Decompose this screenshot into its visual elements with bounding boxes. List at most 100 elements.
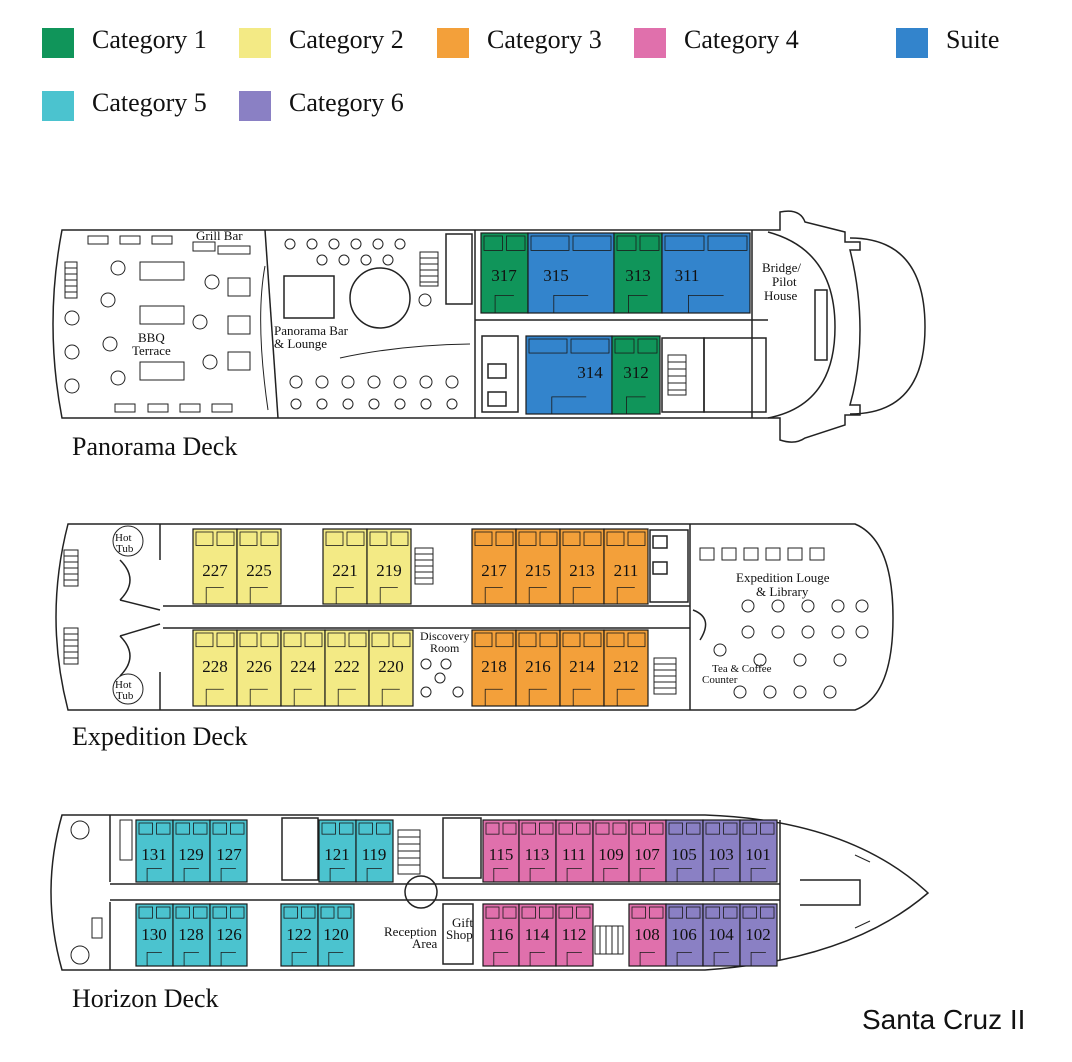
cabin-106 — [665, 903, 704, 967]
cabin-bunks — [138, 906, 171, 966]
cabin-number: 116 — [489, 925, 514, 944]
cabin-222 — [324, 629, 370, 707]
cabin-number: 101 — [745, 845, 771, 864]
house-label: House — [764, 288, 797, 303]
cabin-number: 114 — [525, 925, 550, 944]
cabin-bunks — [325, 531, 365, 604]
legend-label: Category 5 — [92, 88, 207, 117]
cabin-bunks — [562, 632, 602, 706]
cabin-number: 102 — [745, 925, 771, 944]
horizon-stairs — [70, 819, 871, 965]
cabin-122 — [280, 903, 319, 967]
expedition-lounge-label: Expedition Louge — [736, 570, 830, 585]
cabin-number: 216 — [525, 657, 551, 676]
cabin-130 — [135, 903, 174, 967]
cabin-127 — [209, 819, 248, 883]
cabin-bunks — [631, 822, 664, 882]
cabin-315 — [527, 232, 615, 314]
cabin-bunks — [668, 906, 701, 966]
cabin-120 — [317, 903, 355, 967]
cabin-115 — [482, 819, 520, 883]
cabin-number: 107 — [634, 845, 660, 864]
cabin-bunks — [614, 338, 658, 414]
cabin-number: 215 — [525, 561, 551, 580]
cabin-number: 121 — [324, 845, 350, 864]
cabin-226 — [236, 629, 282, 707]
cabin-bunks — [562, 531, 602, 604]
cabin-number: 112 — [562, 925, 587, 944]
cabin-bunks — [283, 906, 316, 966]
cabin-220 — [368, 629, 414, 707]
bridge-label: Bridge/ — [762, 260, 801, 275]
tea-coffee-label: Tea & Coffee — [712, 663, 772, 675]
cabin-number: 211 — [614, 561, 639, 580]
cabin-102 — [739, 903, 778, 967]
cabin-218 — [471, 629, 517, 707]
cabin-114 — [518, 903, 557, 967]
cabin-number: 219 — [376, 561, 402, 580]
expedition-deck-caption: Expedition Deck — [72, 722, 248, 751]
horizon-cabins — [135, 819, 778, 967]
area-label: Area — [412, 936, 437, 951]
cabin-number: 222 — [334, 657, 360, 676]
cabin-bunks — [528, 338, 610, 414]
cabin-number: 103 — [708, 845, 734, 864]
cabin-bunks — [485, 906, 517, 966]
cabin-bunks — [521, 822, 554, 882]
cabin-108 — [628, 903, 667, 967]
library-label: & Library — [756, 584, 809, 599]
discovery-room-label: Discovery — [420, 629, 469, 643]
cabin-number: 108 — [634, 925, 660, 944]
counter-label: Counter — [702, 674, 738, 686]
legend-label: Category 4 — [684, 25, 799, 54]
cabin-bunks — [327, 632, 367, 706]
cabin-bunks — [212, 906, 245, 966]
cabin-number: 214 — [569, 657, 595, 676]
cabin-126 — [209, 903, 248, 967]
cabin-number: 127 — [216, 845, 242, 864]
cabin-number: 115 — [489, 845, 514, 864]
cabin-bunks — [668, 822, 701, 882]
panorama-bar-label: Panorama Bar — [274, 323, 349, 338]
cabin-224 — [280, 629, 326, 707]
cabin-bunks — [518, 632, 558, 706]
cabin-number: 128 — [178, 925, 204, 944]
expedition-stairs — [63, 547, 677, 695]
lounge-label: & Lounge — [274, 336, 327, 351]
cabin-number: 217 — [481, 561, 507, 580]
cabin-bunks — [239, 632, 279, 706]
legend-swatch — [437, 28, 469, 58]
cabin-number: 119 — [362, 845, 387, 864]
cabin-113 — [518, 819, 557, 883]
area-labels: Grill Bar BBQ Terrace Panorama Bar & Lou… — [115, 228, 830, 951]
cabin-bunks — [616, 235, 660, 313]
terrace-label: Terrace — [132, 343, 171, 358]
legend: Category 1 Category 2 Category 3 Categor… — [0, 0, 1072, 140]
cabin-212 — [603, 629, 649, 707]
cabin-bunks — [175, 822, 208, 882]
cabin-103 — [702, 819, 741, 883]
shop-label: Shop — [446, 927, 473, 942]
cabin-bunks — [705, 906, 738, 966]
cabin-bunks — [320, 906, 352, 966]
legend-label: Category 3 — [487, 25, 602, 54]
cabin-number: 212 — [613, 657, 639, 676]
cabin-112 — [555, 903, 594, 967]
cabin-number: 109 — [598, 845, 624, 864]
cabin-number: 111 — [562, 845, 586, 864]
gift-label: Gift — [452, 915, 473, 930]
cabin-bunks — [606, 531, 646, 604]
cabin-bunks — [530, 235, 612, 313]
hot-tub-label: Hot — [115, 679, 132, 691]
cabin-bunks — [175, 906, 208, 966]
cabin-number: 218 — [481, 657, 507, 676]
cabin-number: 120 — [323, 925, 349, 944]
cabin-129 — [172, 819, 211, 883]
legend-swatch — [896, 28, 928, 58]
cabin-bunks — [474, 632, 514, 706]
cabin-number: 227 — [202, 561, 228, 580]
cabin-bunks — [485, 822, 517, 882]
cabin-bunks — [742, 822, 775, 882]
cabin-number: 122 — [286, 925, 312, 944]
cabin-213 — [559, 528, 605, 605]
